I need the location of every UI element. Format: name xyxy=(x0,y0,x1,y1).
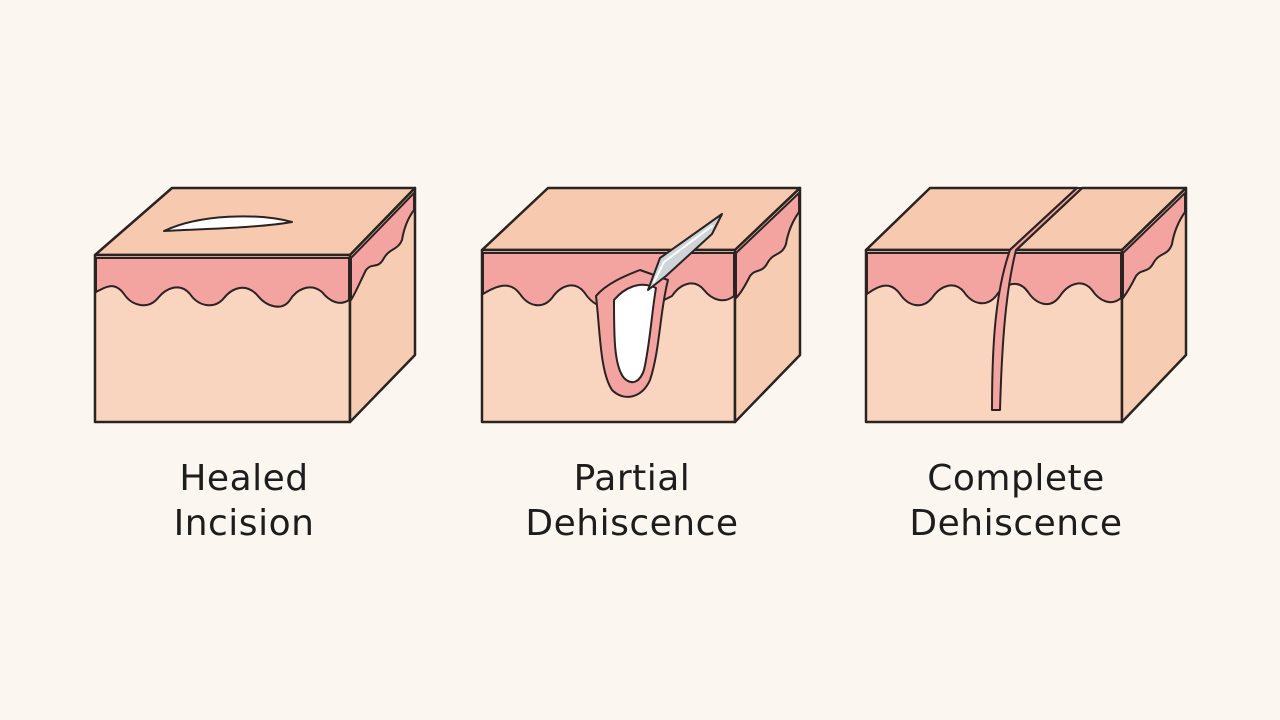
caption-complete-line1: Complete xyxy=(927,458,1105,499)
healed-incision-slit xyxy=(163,215,293,232)
caption-complete-dehiscence: Complete Dehiscence xyxy=(856,456,1176,546)
partial-wound-interior xyxy=(613,283,657,384)
complete-dermis-band-side xyxy=(1122,192,1186,299)
healed-dermis-band-front xyxy=(95,257,350,308)
caption-healed-line1: Healed xyxy=(179,458,309,499)
caption-healed-line2: Incision xyxy=(173,503,315,544)
caption-healed-incision: Healed Incision xyxy=(84,456,404,546)
partial-skin-block xyxy=(480,186,802,424)
healed-dermis-band-side xyxy=(350,192,415,301)
complete-wound-cleft xyxy=(991,187,1083,411)
caption-complete-line2: Dehiscence xyxy=(909,503,1123,544)
complete-dermis-band-front xyxy=(866,252,1122,307)
caption-partial-line1: Partial xyxy=(573,458,691,499)
healed-skin-block xyxy=(93,186,417,424)
caption-partial-line2: Dehiscence xyxy=(525,503,739,544)
caption-partial-dehiscence: Partial Dehiscence xyxy=(472,456,792,546)
partial-probe-highlight xyxy=(653,225,713,283)
complete-skin-block xyxy=(864,186,1188,424)
partial-dermis-band-side xyxy=(735,192,800,299)
